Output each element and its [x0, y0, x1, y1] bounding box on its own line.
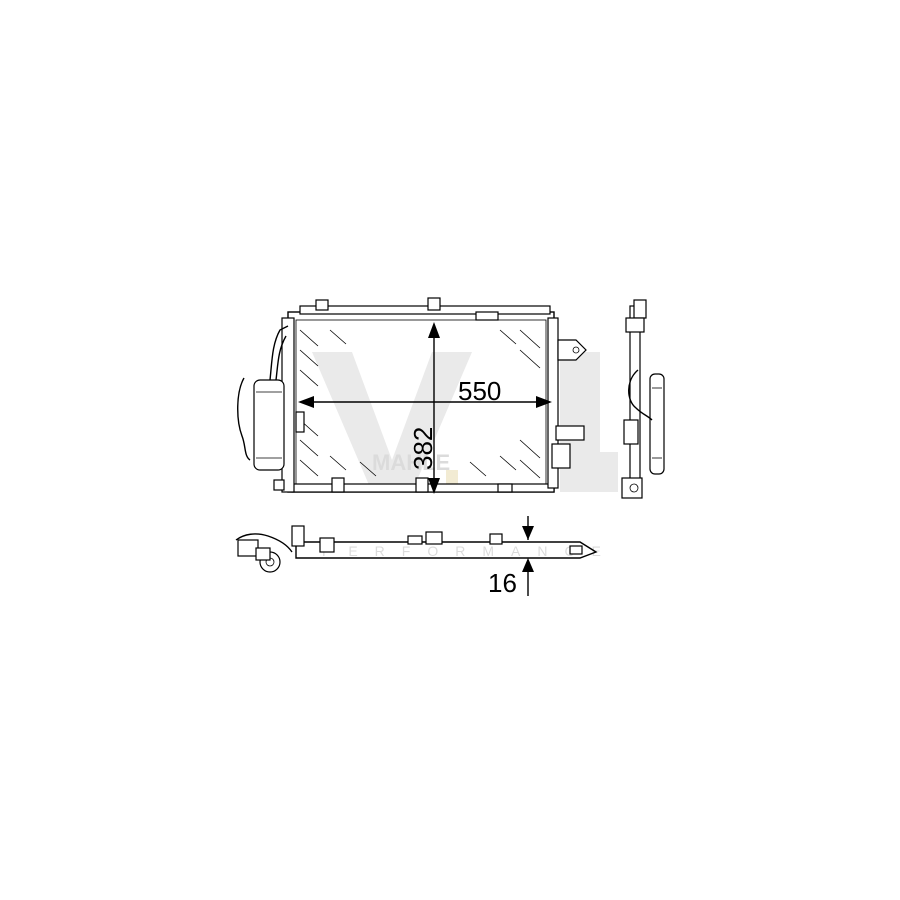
height-label: 382 — [408, 427, 438, 470]
height-dimension: 382 — [408, 322, 440, 494]
width-label: 550 — [458, 376, 501, 406]
depth-label: 16 — [488, 568, 517, 598]
front-view — [237, 297, 587, 493]
core-fins — [299, 329, 541, 479]
receiver-drier — [237, 325, 289, 471]
top-view — [235, 525, 598, 573]
watermark-brand: MAHLE — [372, 450, 450, 475]
watermark-tagline: PERFORMANCE — [322, 543, 618, 559]
width-dimension: 550 — [298, 376, 552, 408]
depth-dimension: 16 — [488, 516, 534, 598]
side-view — [621, 299, 665, 499]
